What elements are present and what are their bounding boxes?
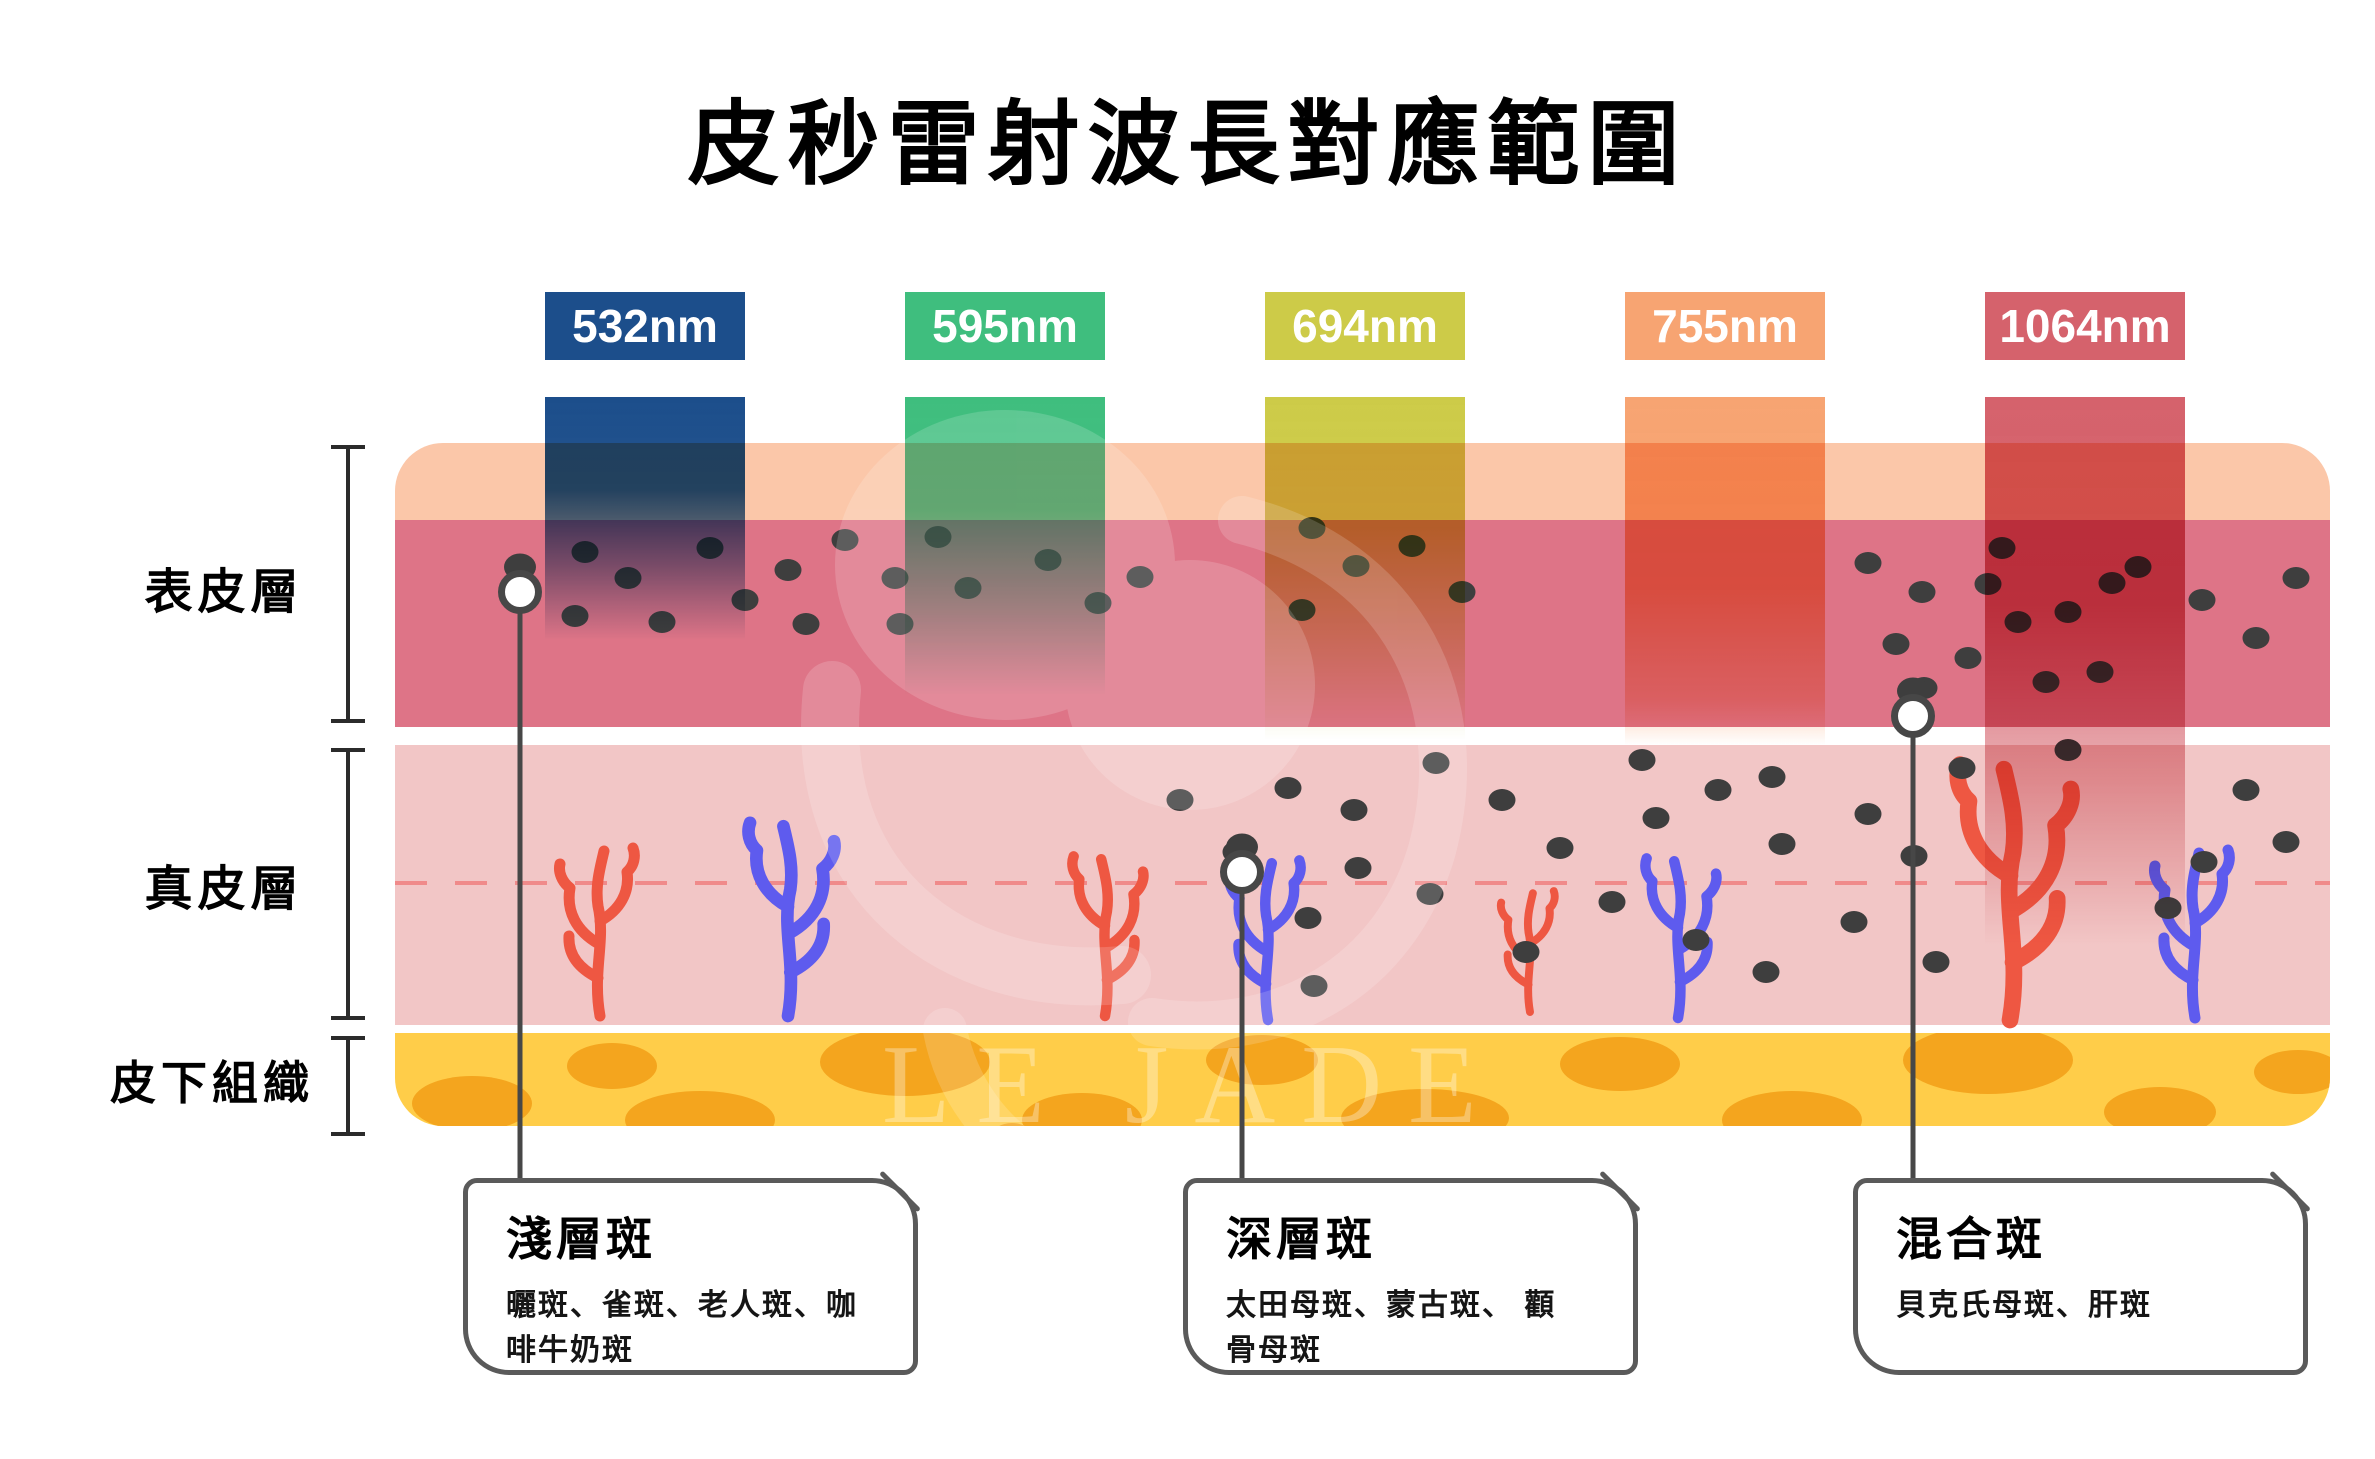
fat-cell xyxy=(820,1033,990,1096)
callout-superficial-spots: 淺層斑 曬斑、雀斑、老人斑、咖啡牛奶斑 xyxy=(463,1170,921,1375)
fat-cell xyxy=(2104,1087,2216,1126)
marker-circle xyxy=(498,570,542,614)
melanin-dot xyxy=(881,567,909,589)
fat-cell xyxy=(412,1075,532,1126)
melanin-dot xyxy=(1546,837,1574,859)
melanin-dot xyxy=(1922,951,1950,973)
melanin-dot xyxy=(1854,803,1882,825)
leader-line xyxy=(1239,880,1245,1178)
melanin-dot xyxy=(1340,799,1368,821)
melanin-dot xyxy=(1854,552,1882,574)
wavelength-label-532: 532nm xyxy=(545,292,745,360)
melanin-dot xyxy=(1642,807,1670,829)
melanin-dot xyxy=(1300,975,1328,997)
label-dermis: 真皮層 xyxy=(144,863,304,916)
label-epidermis: 表皮層 xyxy=(144,566,304,619)
melanin-dot xyxy=(1126,566,1154,588)
melanin-dot xyxy=(1908,581,1936,603)
wavelength-label-755: 755nm xyxy=(1625,292,1825,360)
melanin-dot xyxy=(1628,749,1656,771)
callout-body: 太田母斑、蒙古斑、 顴骨母斑 xyxy=(1226,1289,1557,1367)
melanin-dot xyxy=(1752,961,1780,983)
melanin-dot xyxy=(1488,789,1516,811)
fat-cell xyxy=(2254,1050,2330,1094)
leader-line xyxy=(1910,724,1916,1178)
fat-cell xyxy=(1341,1089,1509,1126)
melanin-dot xyxy=(2190,851,2218,873)
laser-beam-595nm xyxy=(905,397,1105,695)
bracket-subcutaneous xyxy=(331,1036,365,1136)
melanin-dot xyxy=(1166,789,1194,811)
melanin-dot xyxy=(1274,777,1302,799)
callout-deep-spots: 深層斑 太田母斑、蒙古斑、 顴骨母斑 xyxy=(1183,1170,1641,1375)
fat-cell xyxy=(567,1043,657,1089)
marker-circle xyxy=(1220,850,1264,894)
callout-mixed-spots: 混合斑 貝克氏母斑、肝斑 xyxy=(1853,1170,2311,1375)
page-title: 皮秒雷射波長對應範圍 xyxy=(687,94,1688,196)
melanin-dot xyxy=(1768,833,1796,855)
melanin-dot xyxy=(1598,891,1626,913)
melanin-dot xyxy=(774,559,802,581)
laser-beam-532nm xyxy=(545,397,745,640)
wavelength-label-694: 694nm xyxy=(1265,292,1465,360)
callout-body: 曬斑、雀斑、老人斑、咖啡牛奶斑 xyxy=(506,1289,858,1367)
melanin-dot xyxy=(1512,941,1540,963)
melanin-dot xyxy=(1882,633,1910,655)
corner-fold-icon xyxy=(2269,1170,2311,1213)
melanin-dot xyxy=(1954,647,1982,669)
callout-body: 貝克氏母斑、肝斑 xyxy=(1896,1289,2152,1322)
fat-cell xyxy=(625,1091,775,1126)
marker-circle xyxy=(1891,694,1935,738)
bracket-dermis xyxy=(331,748,365,1020)
leader-line xyxy=(517,600,523,1178)
corner-fold-icon xyxy=(1599,1170,1641,1213)
melanin-dot xyxy=(1294,907,1322,929)
laser-beam-694nm xyxy=(1265,397,1465,740)
subcutaneous-layer xyxy=(395,1033,2330,1126)
melanin-dot xyxy=(1704,779,1732,801)
laser-beam-1064nm xyxy=(1985,397,2185,945)
melanin-dot xyxy=(1758,766,1786,788)
bracket-epidermis xyxy=(331,445,365,723)
melanin-dot xyxy=(1840,911,1868,933)
melanin-dot xyxy=(1344,857,1372,879)
callout-title: 混合斑 xyxy=(1896,1213,2046,1265)
melanin-dot xyxy=(792,613,820,635)
fat-cell xyxy=(1206,1035,1318,1085)
fat-cell xyxy=(992,1123,1032,1126)
corner-fold-icon xyxy=(879,1170,921,1213)
laser-beam-755nm xyxy=(1625,397,1825,745)
dermis-dashed-line xyxy=(395,881,2330,885)
fat-cell xyxy=(1903,1033,2073,1094)
melanin-dot xyxy=(2272,831,2300,853)
melanin-dot xyxy=(1948,757,1976,779)
melanin-dot xyxy=(2188,589,2216,611)
melanin-dot xyxy=(1682,929,1710,951)
melanin-dot xyxy=(1416,883,1444,905)
fat-cell xyxy=(1560,1037,1680,1091)
fat-cell xyxy=(1022,1093,1142,1126)
wavelength-label-1064: 1064nm xyxy=(1985,292,2185,360)
melanin-dot xyxy=(1422,752,1450,774)
callout-title: 深層斑 xyxy=(1226,1213,1376,1265)
label-subcutaneous: 皮下組織 xyxy=(110,1057,314,1109)
melanin-dot xyxy=(2282,567,2310,589)
fat-cell xyxy=(1722,1091,1862,1126)
melanin-dot xyxy=(831,529,859,551)
callout-title: 淺層斑 xyxy=(506,1213,656,1265)
melanin-dot xyxy=(2232,779,2260,801)
wavelength-label-595: 595nm xyxy=(905,292,1105,360)
melanin-dot xyxy=(2242,627,2270,649)
